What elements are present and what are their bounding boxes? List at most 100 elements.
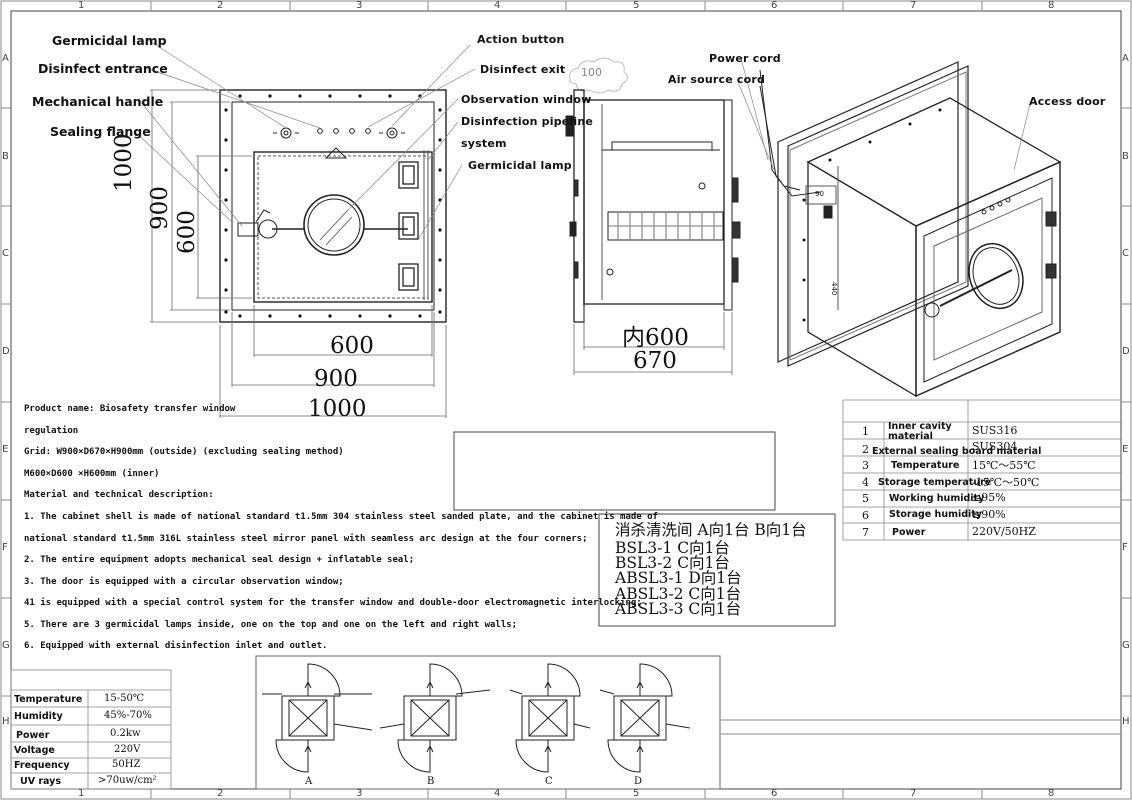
grid-col-5: 5 [633, 0, 640, 11]
env-value-1: 15-50℃ [104, 693, 145, 704]
blank-title-box [453, 431, 776, 511]
dim-height-1000: 1000 [111, 133, 137, 192]
grid-col-4: 4 [494, 0, 501, 11]
grid-col-4-bottom: 4 [494, 788, 501, 799]
quantities-line-4: ABSL3-2 C向1台 [615, 585, 742, 603]
grid-row-b: B [2, 151, 9, 162]
side-cloud-label: 100 [581, 66, 602, 79]
grid-col-1: 1 [78, 0, 85, 11]
spec-no-5: 5 [862, 492, 869, 505]
desc-line-6: 1. The cabinet shell is made of national… [24, 512, 658, 522]
orientation-diagram-c [509, 663, 591, 773]
callout-sealing-flange: Sealing flange [50, 124, 151, 139]
spec-value-4: -15℃～50℃ [972, 476, 1040, 489]
desc-line-5: Material and technical description: [24, 490, 214, 500]
spec-value-7: 220V/50HZ [972, 525, 1036, 538]
grid-row-f: F [2, 542, 8, 553]
spec-no-2: 2 [862, 443, 869, 456]
dim-height-600: 600 [174, 210, 200, 254]
orientation-label-c: C [545, 776, 553, 787]
spec-no-1: 1 [862, 425, 869, 438]
spec-no-6: 6 [862, 509, 869, 522]
spec-value-1: SUS316 [972, 424, 1018, 437]
grid-row-b-right: B [1122, 151, 1129, 162]
grid-row-f-right: F [1122, 542, 1128, 553]
dim-height-900: 900 [147, 186, 173, 230]
desc-line-3: Grid: W900×D670×H900mm (outside) (exclud… [24, 447, 344, 457]
grid-col-5-bottom: 5 [633, 788, 640, 799]
callout-disinfection-pipeline-system: system [461, 137, 507, 150]
grid-col-8-bottom: 8 [1048, 788, 1055, 799]
env-value-6: >70uw/cm² [98, 775, 157, 786]
env-label-3: Power [16, 730, 50, 741]
grid-row-c-right: C [1122, 248, 1129, 259]
spec-label-3: Temperature [891, 460, 960, 471]
grid-col-7: 7 [910, 0, 917, 11]
isometric-view-drawing [737, 61, 1062, 398]
desc-line-9: 3. The door is equipped with a circular … [24, 577, 344, 587]
front-view-drawing [133, 39, 476, 418]
orientation-diagram-b [379, 663, 491, 773]
grid-col-2-bottom: 2 [217, 788, 224, 799]
callout-action-button: Action button [477, 33, 565, 46]
grid-col-6: 6 [771, 0, 778, 11]
callout-mechanical-handle: Mechanical handle [32, 94, 164, 109]
spec-value-2: SUS304 [972, 440, 1018, 453]
env-label-4: Voltage [14, 745, 55, 756]
orientation-diagrams [255, 655, 1121, 790]
callout-disinfect-entrance: Disinfect entrance [38, 61, 168, 76]
spec-no-7: 7 [862, 526, 869, 539]
orientation-label-d: D [634, 776, 643, 787]
spec-label-6: Storage humidity [889, 509, 983, 520]
grid-col-3-bottom: 3 [356, 788, 363, 799]
grid-col-7-bottom: 7 [910, 788, 917, 799]
grid-row-d: D [2, 346, 10, 357]
dim-side-670: 670 [633, 348, 677, 374]
env-label-2: Humidity [14, 711, 63, 722]
callout-germicidal-lamp-right: Germicidal lamp [468, 159, 572, 172]
grid-row-h: H [2, 716, 10, 727]
quantities-box [598, 513, 836, 627]
grid-row-g: G [2, 640, 10, 651]
grid-row-c: C [2, 248, 9, 259]
desc-line-8: 2. The entire equipment adopts mechanica… [24, 555, 415, 565]
grid-row-h-right: H [1122, 716, 1130, 727]
grid-col-2: 2 [217, 0, 224, 11]
grid-col-3: 3 [356, 0, 363, 11]
spec-value-5: ≤95% [972, 491, 1006, 504]
environment-table-grid [10, 669, 172, 790]
dim-width-900: 900 [314, 366, 358, 392]
grid-col-8: 8 [1048, 0, 1055, 11]
env-label-1: Temperature [14, 694, 83, 705]
quantities-line-2: BSL3-2 C向1台 [615, 554, 730, 572]
desc-line-1: Product name: Biosafety transfer window [24, 404, 236, 414]
dim-side-inner-600: 内600 [622, 325, 689, 351]
spec-no-3: 3 [862, 459, 869, 472]
spec-value-3: 15℃～55℃ [972, 459, 1036, 472]
grid-row-a-right: A [1122, 53, 1129, 64]
spec-label-1: Inner cavity material [888, 421, 952, 442]
grid-col-6-bottom: 6 [771, 788, 778, 799]
side-view-drawing [565, 57, 741, 375]
spec-label-5: Working humidity [889, 493, 985, 504]
env-value-4: 220V [114, 744, 141, 755]
env-label-6: UV rays [20, 776, 62, 787]
callout-disinfection-pipeline: Disinfection pipeline [461, 115, 594, 128]
callout-observation-window: Observation window [461, 93, 592, 106]
spec-value-6: ≤90% [972, 508, 1006, 521]
iso-dim-440: 440 [830, 282, 838, 296]
desc-line-4: M600×D600 ×H600mm (inner) [24, 469, 160, 479]
grid-row-e-right: E [1122, 444, 1129, 455]
grid-col-1-bottom: 1 [78, 788, 85, 799]
spec-table-grid [842, 399, 1121, 541]
callout-air-source-cord: Air source cord [668, 73, 766, 86]
iso-dim-90: 90 [815, 190, 824, 198]
quantities-header: 消杀清洗间 A向1台 B向1台 [615, 521, 807, 539]
env-value-3: 0.2kw [110, 728, 141, 739]
orientation-label-b: B [427, 776, 435, 787]
desc-line-2: regulation [24, 426, 79, 436]
grid-row-a: A [2, 53, 9, 64]
spec-label-7: Power [892, 527, 926, 538]
desc-line-10: 41 is equipped with a special control sy… [24, 598, 642, 608]
